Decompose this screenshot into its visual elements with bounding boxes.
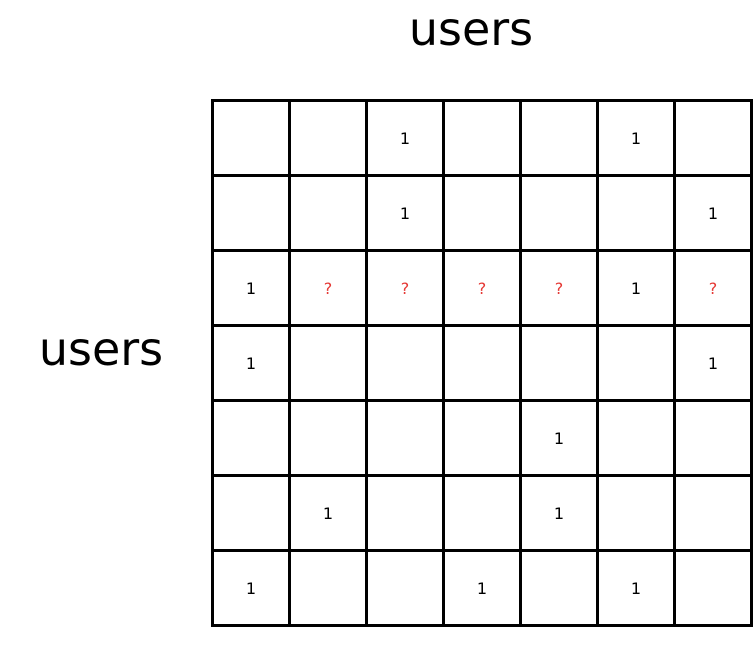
matrix-cell <box>442 399 522 477</box>
matrix-cell <box>596 324 676 402</box>
matrix-cell <box>519 324 599 402</box>
matrix-cell <box>673 549 753 627</box>
matrix-cell <box>365 549 445 627</box>
matrix-cell <box>288 399 368 477</box>
matrix-cell: 1 <box>596 549 676 627</box>
matrix-cell <box>211 174 291 252</box>
matrix-cell <box>211 399 291 477</box>
matrix-cell <box>596 174 676 252</box>
matrix-cell <box>596 474 676 552</box>
matrix-cell: 1 <box>288 474 368 552</box>
matrix-cell: 1 <box>596 249 676 327</box>
matrix-cell <box>442 324 522 402</box>
matrix-cell <box>288 324 368 402</box>
matrix-cell: 1 <box>596 99 676 177</box>
matrix-cell: 1 <box>442 549 522 627</box>
matrix-cell <box>288 99 368 177</box>
matrix-cell <box>673 474 753 552</box>
matrix-cell <box>519 549 599 627</box>
matrix-cell <box>673 399 753 477</box>
matrix-cell <box>211 474 291 552</box>
matrix-cell: 1 <box>519 474 599 552</box>
matrix-cell: ? <box>365 249 445 327</box>
matrix-cell: 1 <box>365 99 445 177</box>
matrix-cell <box>365 324 445 402</box>
matrix-cell <box>673 99 753 177</box>
matrix-cell <box>442 474 522 552</box>
matrix-cell <box>442 174 522 252</box>
matrix-cell <box>519 174 599 252</box>
matrix-cell: 1 <box>519 399 599 477</box>
matrix-cell: ? <box>442 249 522 327</box>
matrix-cell: 1 <box>211 549 291 627</box>
matrix-cell: ? <box>288 249 368 327</box>
matrix-cell: ? <box>519 249 599 327</box>
matrix-cell <box>365 474 445 552</box>
matrix-cell <box>365 399 445 477</box>
matrix-cell: 1 <box>673 174 753 252</box>
matrix-cell <box>519 99 599 177</box>
row-axis-label: users <box>38 322 164 376</box>
matrix-cell: 1 <box>211 324 291 402</box>
matrix-cell: 1 <box>673 324 753 402</box>
matrix-cell: 1 <box>211 249 291 327</box>
column-axis-label: users <box>408 2 534 56</box>
matrix-cell: ? <box>673 249 753 327</box>
matrix-cell <box>596 399 676 477</box>
matrix-cell <box>442 99 522 177</box>
matrix-cell <box>211 99 291 177</box>
matrix-row: 1????1? <box>211 249 753 327</box>
matrix-cell <box>288 174 368 252</box>
matrix-cell <box>288 549 368 627</box>
matrix-cell: 1 <box>365 174 445 252</box>
matrix-row: 1 <box>211 399 753 477</box>
